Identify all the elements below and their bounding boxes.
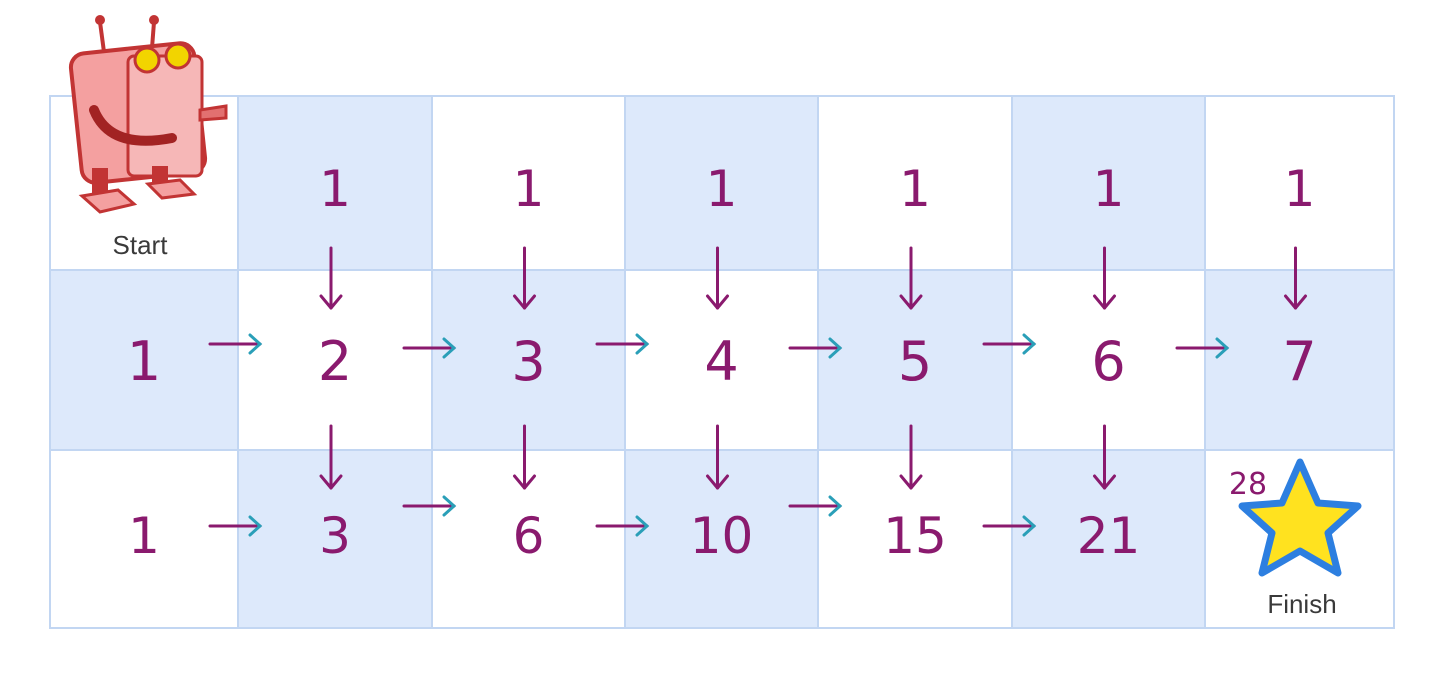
right-arrow [1175, 337, 1230, 359]
grid [49, 95, 1395, 629]
down-arrow [1093, 246, 1116, 310]
row2-value: 1 [128, 507, 160, 565]
grid-cell [817, 269, 1013, 451]
row1-value: 4 [704, 330, 738, 393]
right-arrow [402, 337, 457, 359]
down-arrow [706, 424, 729, 490]
right-arrow [788, 495, 843, 517]
top-mark: 1 [513, 160, 545, 218]
start-label: Start [113, 230, 169, 260]
grid-cell [817, 95, 1013, 271]
right-arrow [595, 333, 650, 355]
down-arrow [706, 246, 729, 310]
down-arrow [1284, 246, 1307, 310]
row1-value: 7 [1282, 330, 1316, 393]
right-arrow [402, 495, 457, 517]
grid-cell [1204, 269, 1395, 451]
robot-icon [68, 15, 228, 214]
arrows [208, 246, 1307, 537]
top-mark: 1 [706, 160, 738, 218]
row2-value: 15 [883, 507, 947, 565]
down-arrow [899, 424, 923, 490]
row1-value: 6 [1091, 330, 1125, 393]
right-arrow [982, 333, 1037, 355]
down-arrow [513, 424, 536, 490]
top-mark: 1 [319, 160, 351, 218]
right-arrow [595, 515, 650, 537]
grid-cell [1011, 95, 1206, 271]
down-arrow [1093, 424, 1116, 490]
finish-label: Finish [1267, 589, 1336, 619]
top-mark: 1 [1093, 160, 1125, 218]
row2-value: 3 [319, 507, 351, 565]
down-arrow [899, 246, 923, 310]
right-arrow [208, 333, 263, 355]
right-arrow [208, 515, 263, 537]
down-arrow [513, 246, 536, 310]
star-icon [1238, 458, 1362, 577]
right-arrow [982, 515, 1037, 537]
grid-cell [49, 269, 239, 451]
grid-cell [431, 95, 626, 271]
grid-cell [1011, 449, 1206, 629]
grid-cell [237, 449, 433, 629]
grid-cell [237, 95, 433, 271]
grid-cell [431, 449, 626, 629]
top-mark: 1 [899, 160, 931, 218]
row2-value: 6 [513, 507, 545, 565]
grid-cell [624, 449, 819, 629]
row1-value: 5 [898, 330, 932, 393]
row2-value: 21 [1077, 507, 1141, 565]
grid-cell [431, 269, 626, 451]
down-arrow [319, 246, 343, 310]
grid-cell [49, 449, 239, 629]
grid-cell [624, 95, 819, 271]
finish-value: 28 [1229, 467, 1267, 502]
row2-value: 10 [690, 507, 754, 565]
down-arrow [319, 424, 343, 490]
top-mark: 1 [1284, 160, 1316, 218]
values: 1 1 1 1 1 1 1 2 3 4 5 6 7 1 3 6 10 15 21 28 [127, 160, 1317, 565]
grid-cell [1011, 269, 1206, 451]
row1-value: 2 [318, 330, 352, 393]
grid-cell [817, 449, 1013, 629]
right-arrow [788, 337, 843, 359]
row1-value: 1 [127, 330, 161, 393]
row1-value: 3 [511, 330, 545, 393]
